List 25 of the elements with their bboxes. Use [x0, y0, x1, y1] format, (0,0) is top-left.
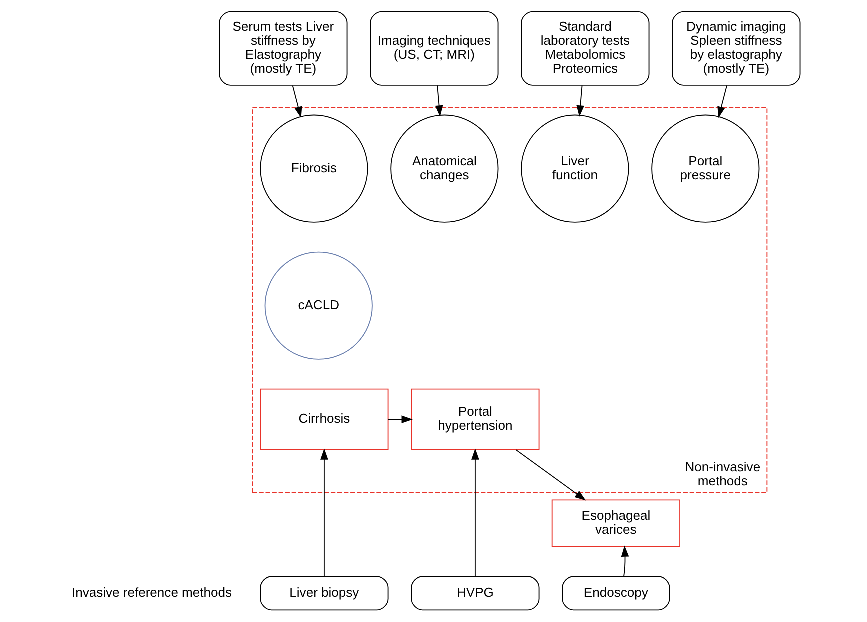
arrow [292, 85, 302, 118]
node-circle: Anatomical changes [390, 114, 499, 223]
arrow [576, 85, 584, 117]
node-box: Dynamic imaging Spleen stiffness by elastography (mostly TE) [672, 11, 801, 86]
node-box: Endoscopy [562, 576, 670, 611]
node-box: Serum tests Liver stiffness by Elastography (mostly TE) [219, 11, 348, 86]
node-box: Portal hypertension [411, 388, 540, 450]
arrow [516, 450, 586, 501]
node-box: Esophageal varices [552, 500, 680, 548]
node-box: Standard laboratory tests Metabolomics Proteomics [521, 11, 650, 86]
node-box: Liver biopsy [260, 576, 389, 611]
node-circle: Portal pressure [652, 114, 760, 223]
arrow [621, 546, 630, 577]
arrow [435, 85, 444, 117]
node-circle: Liver function [521, 114, 630, 223]
node-box: Imaging techniques (US, CT; MRI) [370, 11, 499, 86]
arrow [320, 448, 328, 577]
node-box: HVPG [411, 576, 540, 611]
arrow [472, 448, 480, 577]
label: Invasive reference methods [72, 584, 232, 600]
arrow [388, 416, 413, 424]
arrow [718, 85, 728, 118]
node-circle: cACLD [264, 252, 373, 360]
node-circle: Fibrosis [260, 114, 368, 223]
node-box: Cirrhosis [260, 388, 389, 450]
